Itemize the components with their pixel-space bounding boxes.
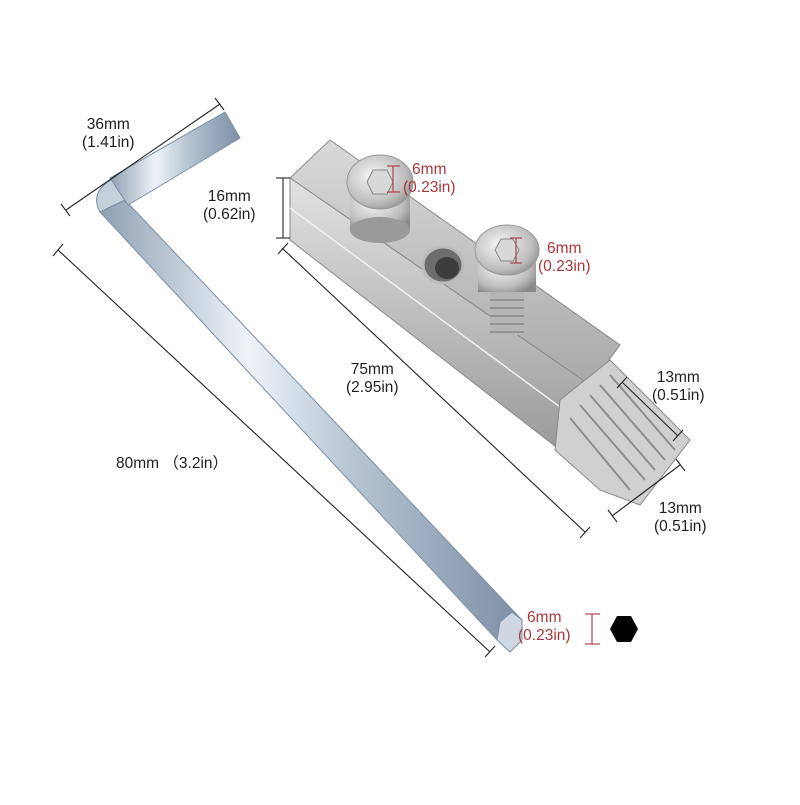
height-in: (0.62in): [203, 206, 256, 223]
block-tool: [289, 139, 691, 506]
tip-mm: 6mm: [527, 609, 562, 626]
dimension-lines-hex-key: [52, 97, 600, 658]
spline-depth-in: (0.51in): [654, 518, 707, 535]
bolt-1-hex-dimension: 6mm (0.23in): [403, 161, 456, 197]
bolt-1-mm: 6mm: [412, 161, 447, 178]
spline-width-in: (0.51in): [652, 387, 705, 404]
long-arm-mm: 80mm: [116, 455, 160, 472]
hex-key-short-arm-dimension: 36mm (1.41in): [82, 116, 135, 152]
block-length-dimension: 75mm (2.95in): [346, 361, 399, 397]
hex-key-long-arm-dimension: 80mm （3.2in）: [116, 455, 228, 473]
spline-depth-mm: 13mm: [658, 500, 702, 517]
bolt-1-in: (0.23in): [403, 179, 456, 196]
hexagon-icon: [610, 616, 638, 642]
length-in: (2.95in): [346, 379, 399, 396]
spline-width-mm: 13mm: [656, 369, 700, 386]
length-mm: 75mm: [350, 361, 394, 378]
hex-key-tip-dimension: 6mm (0.23in): [518, 609, 571, 645]
hex-key: [96, 111, 523, 653]
spline-width-dimension: 13mm (0.51in): [652, 369, 705, 405]
dimension-lines-block: [276, 165, 686, 539]
long-arm-in: （3.2in）: [163, 455, 229, 472]
short-arm-mm: 36mm: [86, 116, 130, 133]
block-height-dimension: 16mm (0.62in): [203, 188, 256, 224]
bolt-2-in: (0.23in): [538, 258, 591, 275]
tip-in: (0.23in): [518, 627, 571, 644]
short-arm-in: (1.41in): [82, 134, 135, 151]
height-mm: 16mm: [207, 188, 251, 205]
bolt-2-hex-dimension: 6mm (0.23in): [538, 240, 591, 276]
spline-depth-dimension: 13mm (0.51in): [654, 500, 707, 536]
bolt-2-mm: 6mm: [547, 240, 582, 257]
